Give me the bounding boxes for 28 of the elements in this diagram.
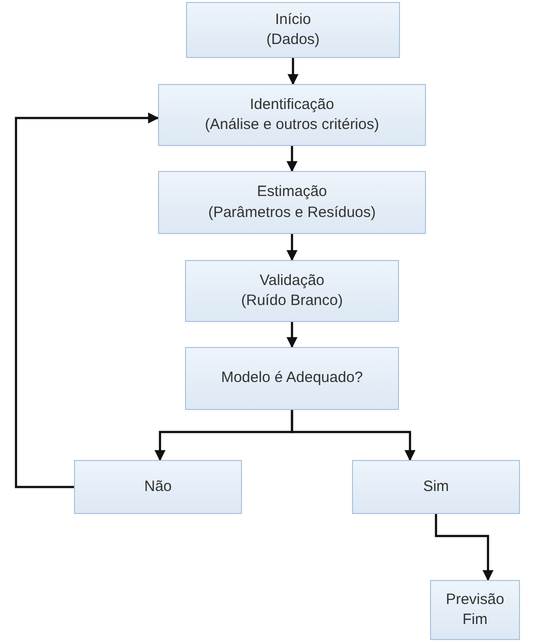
process-box — [186, 2, 400, 58]
arrow — [288, 58, 298, 86]
box-title: Estimação — [256, 182, 328, 202]
arrow — [14, 112, 160, 488]
box-title: Início — [275, 10, 311, 30]
box-subtitle: Fim — [462, 610, 488, 630]
process-box — [158, 171, 426, 234]
process-box — [74, 460, 242, 514]
arrow — [434, 514, 494, 582]
process-box — [185, 347, 399, 410]
arrow — [290, 410, 416, 462]
box-title: Não — [144, 476, 172, 497]
arrow — [286, 234, 298, 262]
box-subtitle: (Ruído Branco) — [241, 291, 343, 311]
arrow — [286, 146, 298, 172]
process-box — [430, 580, 520, 640]
box-title: Validação — [260, 270, 324, 291]
process-box — [158, 84, 426, 146]
arrow — [286, 322, 298, 348]
box-title: Previsão — [446, 590, 504, 610]
process-box — [352, 460, 520, 514]
box-title: Identificação — [250, 94, 334, 115]
box-subtitle: (Dados) — [266, 30, 320, 50]
box-subtitle: (Análise e outros critérios) — [204, 115, 380, 135]
box-title: Modelo é Adequado? — [221, 368, 363, 388]
box-title: Sim — [423, 476, 449, 497]
box-subtitle: (Parâmetros e Resíduos) — [208, 202, 376, 222]
process-box — [185, 260, 399, 322]
